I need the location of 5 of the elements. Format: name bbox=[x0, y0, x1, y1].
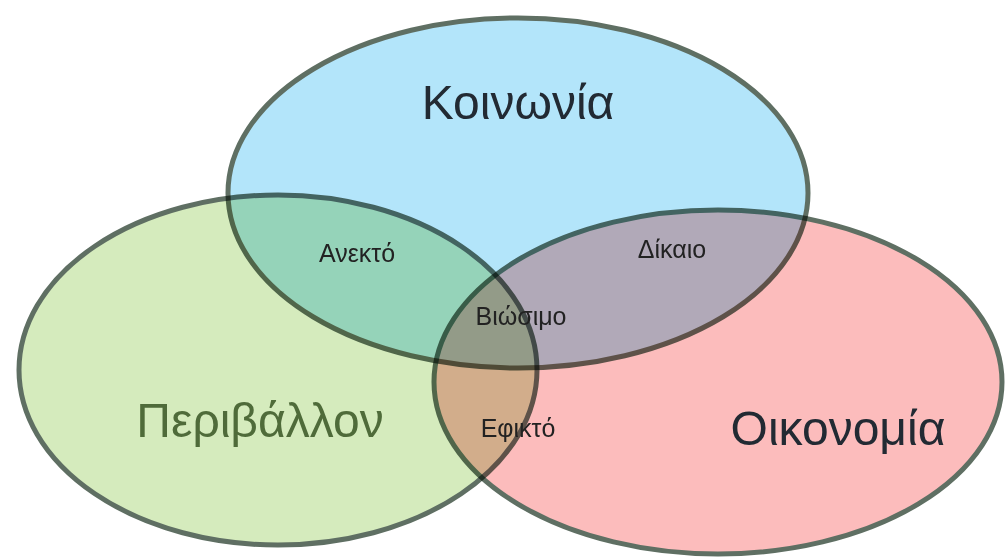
set-title: Κοινωνία bbox=[421, 74, 615, 130]
set-title: Οικονομία bbox=[730, 400, 946, 456]
overlap-label: Ανεκτό bbox=[318, 238, 396, 268]
set-title: Περιβάλλον bbox=[136, 392, 384, 448]
overlap-label: Δίκαιο bbox=[637, 234, 707, 264]
